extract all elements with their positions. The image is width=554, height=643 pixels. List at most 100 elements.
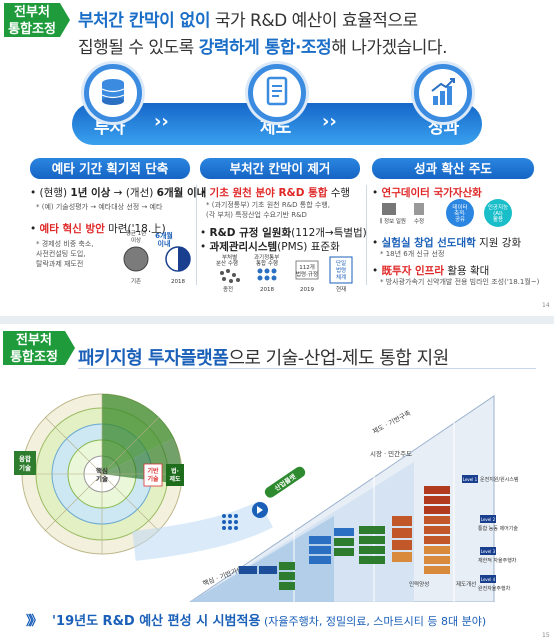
headline-line-1: 부처간 칸막이 없이 국가 R&D 예산이 효율적으로 [78,6,418,31]
flow-arrow-icon: ›› [322,111,337,132]
col3-item2-bold: 실험실 창업 선도대학 [381,237,476,249]
document-icon [248,64,306,122]
diag3-label: 축적· [454,209,466,217]
wheel-label-base: 기반 [147,467,159,475]
platform-diagram: 융합 기술 핵심 기술 기반 기술 법· 제도 [14,393,519,602]
col3-item1-bold: 연구데이터 국가자산화 [381,187,482,199]
column-2: • 기초 원천 분야 R&D 통합 수행 * (과기정통부) 기초 원천 R&D… [200,185,367,295]
col1-item1-b1: 1년 이상 [70,187,111,199]
column-divider [196,185,197,285]
diag-label: 단일 [336,259,346,267]
col3-item2-post: 지원 강화 [475,237,522,249]
col3-item-3: • 既투자 인프라 활용 확대 [372,265,490,277]
label-law-reform: 제도개선 [456,580,476,588]
column-header-2: 부처간 칸막이 제거 [200,158,360,179]
pie-right-label-1: 6개월 [155,231,173,240]
col3-item-1: • 연구데이터 국가자산화 [372,187,482,199]
col1-note2-l2: 사전컨설팅 도입, [36,250,86,258]
integration-diagram: 부처별 분산 수행 과기정통부 통합 수행 112개 법령·규정 단일 법령 체… [216,253,353,293]
technology-wheel: 융합 기술 핵심 기술 기반 기술 법· 제도 [14,393,184,555]
col1-note2-l1: * 경제성 비중 축소, [36,240,94,248]
platform-fan: 산업플랫 핵심 · 기반기술 제도 · 기반구축 시장 · 민간주도 인력양성 … [189,395,495,602]
col2-item-1: • 기초 원천 분야 R&D 통합 수행 [200,187,351,199]
page-number: 15 [542,632,550,639]
wheel-label-law: 법· [171,467,179,475]
diag3-label: 인공지능 [488,203,508,211]
diag-label: 분산 수행 [216,259,238,267]
diag-label: 부처별 [222,253,237,261]
col1-item1-b2: 6개월 이내 [156,187,207,199]
pie-axis-right: 2018 [171,279,185,285]
wheel-label-base: 기술 [147,475,159,483]
wheel-label-convergence: 융합 [19,454,31,463]
headline-emphasis: 패키지형 투자플랫폼 [78,348,229,369]
level-label-4: 완전자율주행차 [478,585,511,592]
column-divider [366,185,367,285]
col3-note-3: * 방사광가속기 신약개발 전용 빔라인 조성('18.1월~) [380,278,540,286]
col3-item3-bold: 既투자 인프라 [381,265,444,277]
col1-item-1: • (현행) 1년 이상 → (개선) 6개월 이내 [30,187,207,199]
pie-left-label-1: 평균 1년 [126,229,146,237]
col2-note-1: * (과기정통부) 기초 원천 R&D 통합 수행, (각 부처) 특정산업 수… [206,200,330,220]
column-1: • (현행) 1년 이상 → (개선) 6개월 이내 * (예) 기술성평가 →… [30,185,206,295]
col3-item-2: • 실험실 창업 선도대학 지원 강화 [372,237,522,249]
label-market: 시장 · 민간주도 [370,449,412,458]
diag3-label: 공유 [455,216,465,223]
headline-rest: 으로 기술-산업-제도 통합 지원 [228,348,449,369]
headline-emphasis-1: 부처간 칸막이 없이 [78,11,210,31]
col1-item1-pre: (현행) [39,187,71,199]
col1-item2-post: 마련('18.上) [104,223,166,235]
col1-note-1: * (예) 기술성평가 → 예타대상 선정 → 예타 [36,203,163,211]
level-tags: Level 1 운전지원/원시스템 Level 2 통합 능동 제어기술 Lev… [462,475,519,592]
label-system-base: 제도 · 기반구축 [371,408,412,436]
col3-note-2: * 18년 6개 신규 선정 [380,250,445,258]
headline-text-2a: 집행될 수 있도록 [78,38,199,58]
flow-result: 성과 [428,118,460,138]
level-label-1: 운전지원/원시스템 [480,476,519,483]
level-tag-3: Level 3 [481,549,496,554]
col1-note2-l3: 탈락과제 재도전 [36,260,84,268]
column-header-3: 성과 확산 주도 [372,158,534,179]
diag3-label: 데이터 [452,203,467,211]
platform-cells [239,486,450,590]
diag-label: 법령·규정 [296,270,318,278]
data-asset-diagram: 과제 정보 일원 수정 데이터 축적· 공유 인공지능 (AI) 활용 [380,199,512,227]
wheel-label-law: 제도 [169,475,181,483]
col3-item3-post: 활용 확대 [444,265,490,277]
category-tag: 전부처 통합조정 [4,3,70,37]
pie-right-label-2: 이내 [158,239,171,248]
tag-line-2: 통합조정 [8,22,56,37]
col2-note1-l2: (각 부처) 특정산업 수요기반 R&D [206,211,307,219]
diag-axis: 현재 [336,285,346,293]
diag3-label: 수정 [414,218,424,225]
wheel-label-convergence: 기술 [19,463,31,472]
level-label-2: 통합 능동 제어기술 [478,525,518,532]
col1-item-2: • 예타 혁신 방안 마련('18.上) [30,223,166,235]
diag3-label: 과제 정보 일원 [380,217,406,225]
wheel-label-core: 핵심 [96,466,108,475]
duration-comparison-diagram: 평균 1년 이상 6개월 이내 기존 2018 [123,229,191,285]
flow-arrow-icon: ›› [154,111,169,132]
col1-item2-bold: 예타 혁신 방안 [39,223,105,235]
pie-axis-left: 기존 [131,277,141,285]
col2-item3-bold: 과제관리시스템 [209,241,278,253]
wheel-label-core: 기술 [96,474,108,483]
tag-line-1: 전부처 [14,5,50,20]
col2-item-3: • 과제관리시스템(PMS) 표준화 [200,241,340,253]
diag-axis: 종전 [223,285,233,293]
slide-2: 전부처 통합조정 패키지형 투자플랫폼으로 기술-산업-제도 통합 지원 융합 … [0,326,554,643]
col1-item1-mid: → (개선) [110,187,157,199]
growth-chart-icon [414,64,472,122]
diag3-label: (AI) [493,211,503,217]
headline-text-2b: 해 나가겠습니다. [331,38,447,58]
coins-icon [84,64,142,122]
col2-item3-post: (PMS) 표준화 [277,241,340,253]
page-number: 14 [542,302,550,309]
diag-label: 체계 [336,273,346,281]
level-label-3: 재한적 자율주행차 [478,557,517,564]
col2-item-2: • R&D 규정 일원화(112개→특별법) [200,227,367,239]
headline-underline [78,368,536,369]
col1-note-2: * 경제성 비중 축소, 사전컨설팅 도입, 탈락과제 재도전 [36,239,93,269]
flow-system: 제도 [260,118,292,138]
pie-left-label-2: 이상 [131,236,141,244]
